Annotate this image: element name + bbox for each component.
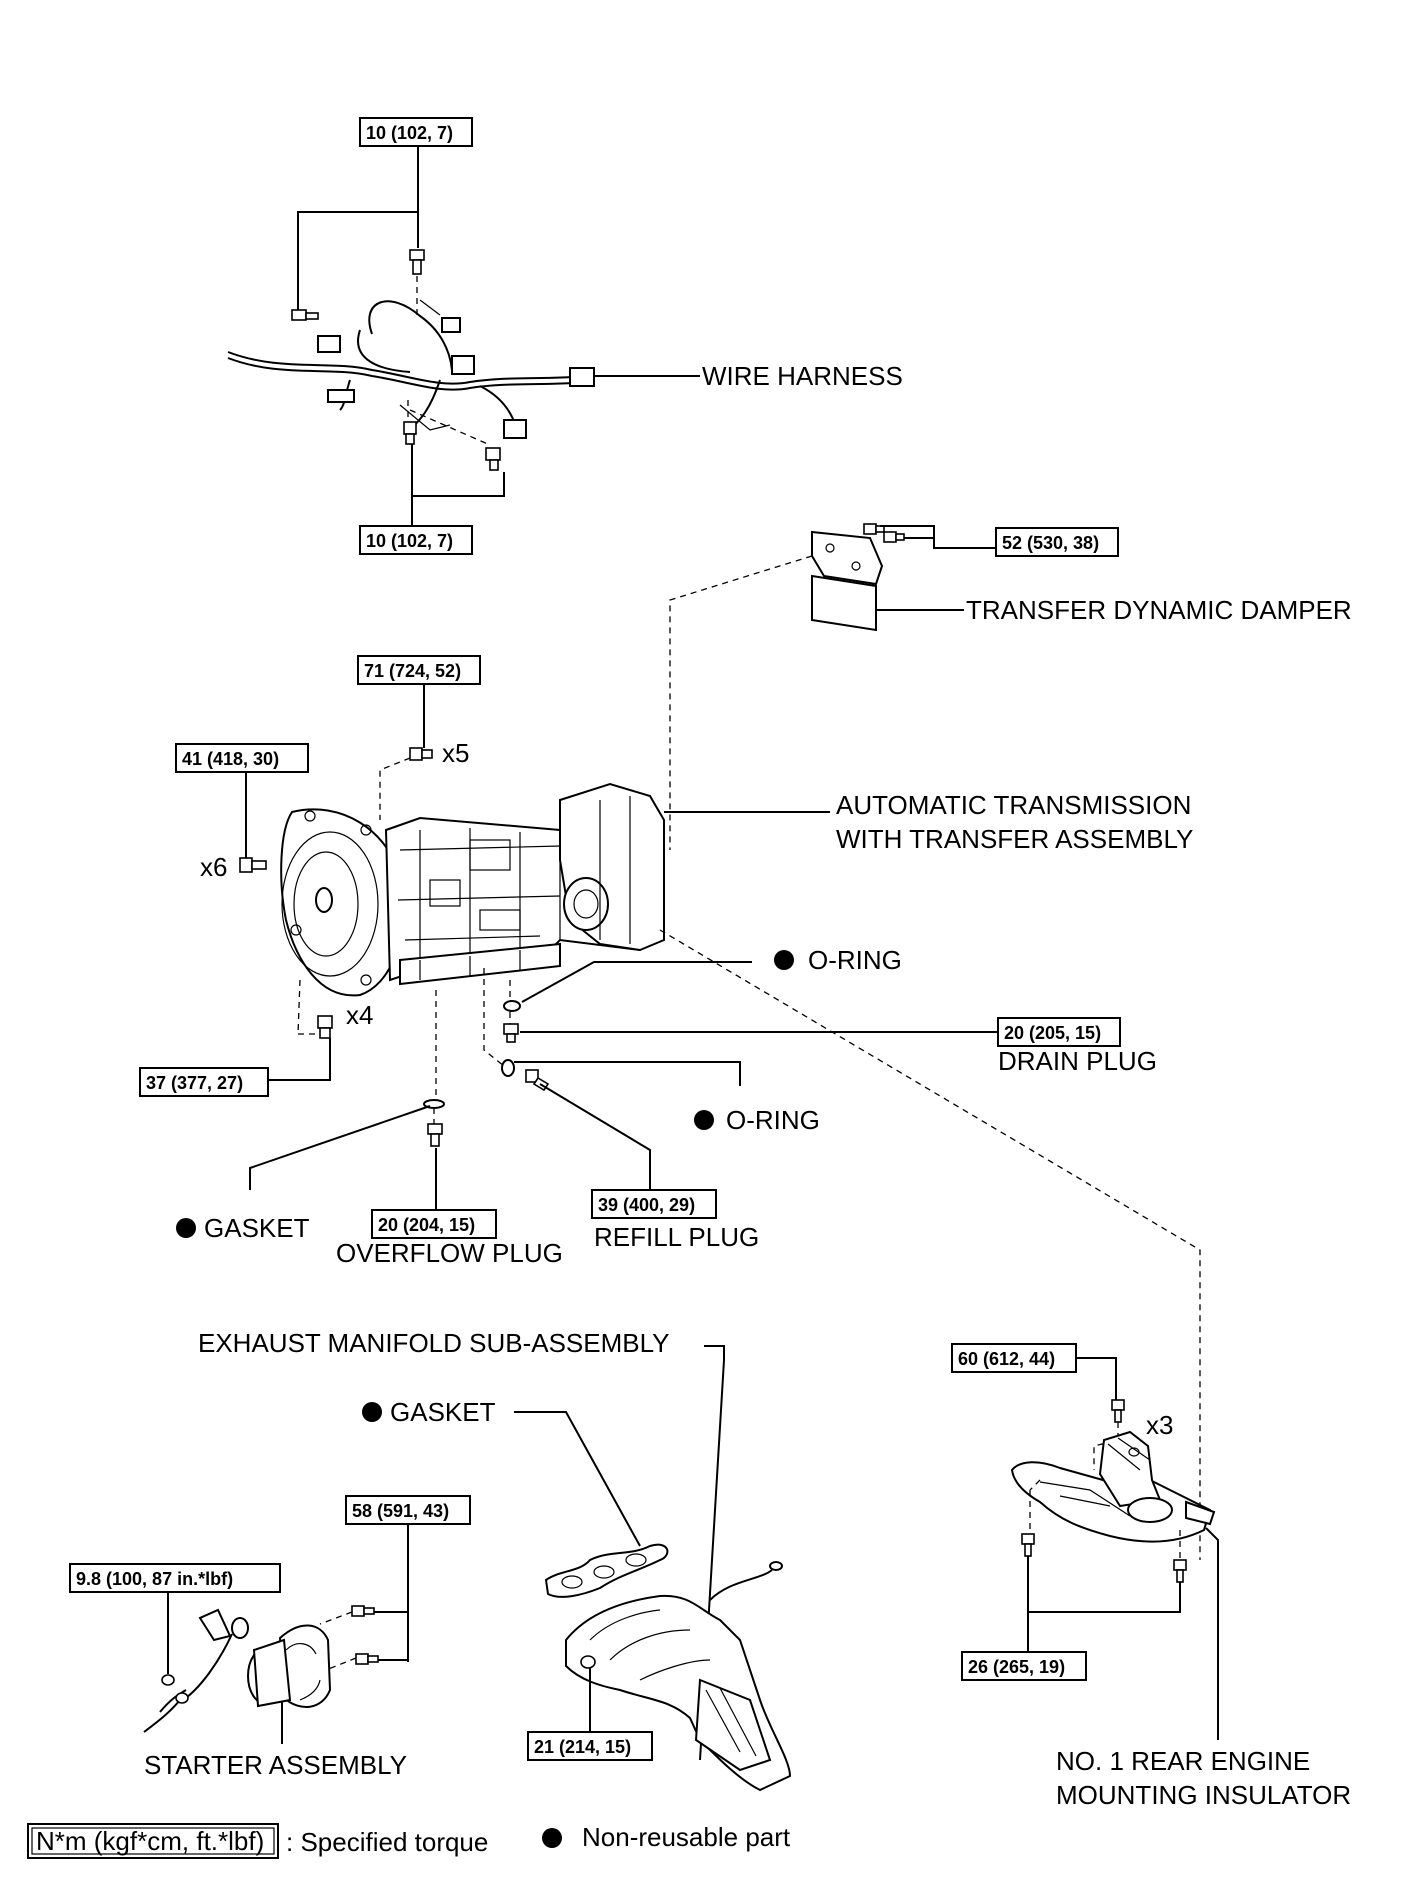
svg-text:10 (102, 7): 10 (102, 7) — [366, 531, 453, 551]
o-ring-upper-part — [503, 1000, 521, 1012]
starter-terminal-nut — [161, 1674, 175, 1686]
label-wire-harness: WIRE HARNESS — [702, 361, 903, 391]
torque-harness-bottom: 10 (102, 7) — [359, 525, 473, 555]
svg-text:9.8 (100, 87 in.*lbf): 9.8 (100, 87 in.*lbf) — [76, 1569, 233, 1589]
harness-bolt-bottom-right — [485, 447, 501, 471]
legend-nonreusable-dot — [542, 1828, 562, 1848]
exhaust-nut-part — [580, 1655, 596, 1669]
starter-bolt-upper — [351, 1605, 375, 1617]
torque-starter-terminal: 9.8 (100, 87 in.*lbf) — [69, 1563, 281, 1593]
torque-trans-left: 41 (418, 30) — [175, 743, 309, 773]
qty-x6: x6 — [200, 852, 227, 882]
label-drain-plug: DRAIN PLUG — [998, 1046, 1157, 1076]
label-exhaust-manifold: EXHAUST MANIFOLD SUB-ASSEMBLY — [198, 1328, 669, 1358]
insulator-bolt-top — [1111, 1399, 1125, 1423]
starter-bolt-lower — [355, 1653, 379, 1665]
rear-engine-mounting-insulator-part — [1010, 1430, 1216, 1543]
label-automatic-transmission-line-1: AUTOMATIC TRANSMISSION — [836, 790, 1191, 820]
label-transfer-dynamic-damper: TRANSFER DYNAMIC DAMPER — [966, 595, 1352, 625]
svg-text:60 (612, 44): 60 (612, 44) — [958, 1349, 1055, 1369]
torque-trans-lower: 37 (377, 27) — [139, 1067, 269, 1097]
trans-bolt-left — [239, 857, 267, 873]
torque-insulator-top: 60 (612, 44) — [951, 1343, 1077, 1373]
label-gasket-exhaust: GASKET — [390, 1397, 496, 1427]
damper-bolt-1 — [863, 523, 885, 535]
svg-text:20 (205, 15): 20 (205, 15) — [1004, 1023, 1101, 1043]
torque-damper: 52 (530, 38) — [995, 527, 1119, 557]
nonreusable-dot-gasket-plug — [176, 1218, 196, 1238]
automatic-transmission-part — [280, 782, 665, 997]
harness-bolt-left — [291, 309, 319, 321]
transfer-dynamic-damper-part — [811, 530, 884, 632]
svg-text:21 (214, 15): 21 (214, 15) — [534, 1737, 631, 1757]
svg-text:26 (265, 19): 26 (265, 19) — [968, 1657, 1065, 1677]
svg-text:N*m (kgf*cm, ft.*lbf): N*m (kgf*cm, ft.*lbf) — [36, 1826, 264, 1856]
svg-text:41 (418, 30): 41 (418, 30) — [182, 749, 279, 769]
svg-text:52 (530, 38): 52 (530, 38) — [1002, 533, 1099, 553]
torque-exhaust: 21 (214, 15) — [527, 1731, 653, 1761]
legend-specified-torque: : Specified torque — [286, 1827, 488, 1857]
svg-text:58 (591, 43): 58 (591, 43) — [352, 1501, 449, 1521]
label-o-ring-lower: O-RING — [726, 1105, 820, 1135]
overflow-plug-part — [427, 1123, 443, 1147]
label-automatic-transmission-line-2: WITH TRANSFER ASSEMBLY — [836, 824, 1193, 854]
trans-bolt-lower — [317, 1015, 333, 1039]
torque-drain-plug: 20 (205, 15) — [997, 1017, 1121, 1047]
label-rear-insulator-line-1: NO. 1 REAR ENGINE — [1056, 1746, 1310, 1776]
torque-harness-top: 10 (102, 7) — [359, 117, 473, 147]
label-gasket-plug: GASKET — [204, 1213, 310, 1243]
label-starter-assembly: STARTER ASSEMBLY — [144, 1750, 407, 1780]
legend-nonreusable-part: Non-reusable part — [582, 1822, 791, 1852]
qty-x5: x5 — [442, 738, 469, 768]
harness-bolt-top — [409, 249, 425, 275]
legend-torque-unit: N*m (kgf*cm, ft.*lbf) — [27, 1823, 279, 1859]
label-rear-insulator-line-2: MOUNTING INSULATOR — [1056, 1780, 1351, 1810]
torque-starter-upper: 58 (591, 43) — [345, 1495, 471, 1525]
svg-text:10 (102, 7): 10 (102, 7) — [366, 123, 453, 143]
starter-assembly-part — [143, 1608, 332, 1733]
insulator-bolt-left — [1021, 1533, 1035, 1557]
label-o-ring-upper: O-RING — [808, 945, 902, 975]
nonreusable-dot-gasket-exhaust — [362, 1402, 382, 1422]
nonreusable-dot-o-ring-upper — [774, 950, 794, 970]
wire-harness-part — [227, 299, 595, 439]
label-overflow-plug: OVERFLOW PLUG — [336, 1238, 563, 1268]
nonreusable-dot-o-ring-lower — [694, 1110, 714, 1130]
trans-bolt-top — [409, 747, 433, 761]
label-refill-plug: REFILL PLUG — [594, 1222, 759, 1252]
damper-bolt-2 — [883, 531, 905, 543]
svg-text:39 (400, 29): 39 (400, 29) — [598, 1195, 695, 1215]
exhaust-gasket-part — [544, 1543, 669, 1598]
o-ring-lower-part — [501, 1059, 515, 1077]
svg-text:37 (377, 27): 37 (377, 27) — [146, 1073, 243, 1093]
torque-refill-plug: 39 (400, 29) — [591, 1189, 717, 1219]
torque-trans-top: 71 (724, 52) — [357, 655, 481, 685]
qty-x3: x3 — [1146, 1410, 1173, 1440]
svg-text:71 (724, 52): 71 (724, 52) — [364, 661, 461, 681]
insulator-bolt-right — [1173, 1559, 1187, 1583]
svg-text:20 (204, 15): 20 (204, 15) — [378, 1215, 475, 1235]
exhaust-manifold-part — [565, 1561, 792, 1792]
torque-overflow-plug: 20 (204, 15) — [371, 1209, 497, 1239]
harness-bolt-bottom-left — [403, 421, 417, 445]
torque-insulator-bottom: 26 (265, 19) — [961, 1651, 1087, 1681]
qty-x4: x4 — [346, 1000, 373, 1030]
drain-plug-part — [503, 1023, 519, 1043]
